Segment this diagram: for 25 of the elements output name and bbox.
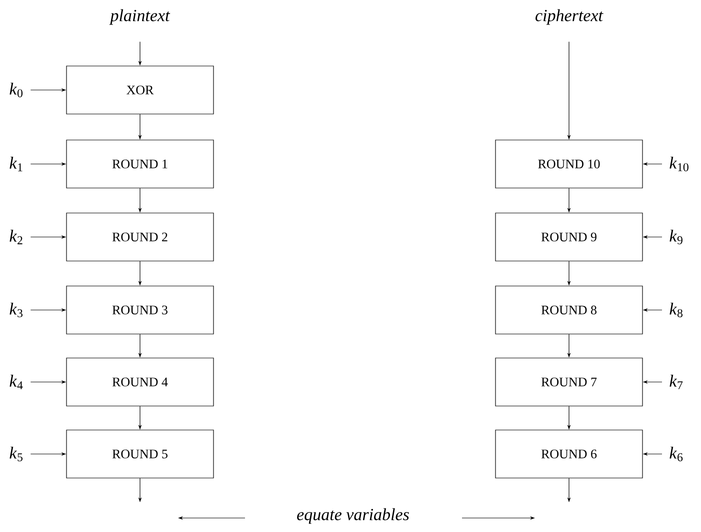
key-label: k$_{10}$ — [670, 156, 688, 172]
round-box: ROUND 1 — [66, 140, 214, 188]
key-label: k$_{1}$ — [10, 156, 22, 172]
key-label: k$_{2}$ — [10, 230, 22, 244]
round-box: ROUND 3 — [66, 286, 214, 334]
note-label: equate variables — [297, 508, 409, 524]
key-label: k$_{9}$ — [670, 230, 682, 244]
key-label: k$_{6}$ — [670, 446, 683, 462]
key-label: k$_{4}$ — [10, 374, 23, 390]
round-box: ROUND 10 — [495, 140, 643, 188]
round-box: ROUND 8 — [495, 286, 643, 334]
round-box: ROUND 2 — [66, 212, 214, 262]
key-label: k$_{3}$ — [10, 302, 22, 318]
key-label: k$_{5}$ — [10, 446, 22, 462]
key-label: k$_{0}$ — [10, 82, 22, 98]
key-label: k$_{8}$ — [670, 302, 682, 318]
round-box: ROUND 7 — [495, 358, 643, 406]
stream-label: ciphertext — [536, 9, 604, 25]
round-box: ROUND 5 — [66, 430, 214, 478]
round-box: XOR — [66, 66, 214, 114]
round-box: ROUND 4 — [66, 358, 214, 406]
round-box: ROUND 9 — [495, 212, 643, 262]
key-label: k$_{7}$ — [670, 374, 683, 390]
round-box: ROUND 6 — [495, 430, 643, 478]
stream-label: plaintext — [109, 9, 170, 25]
